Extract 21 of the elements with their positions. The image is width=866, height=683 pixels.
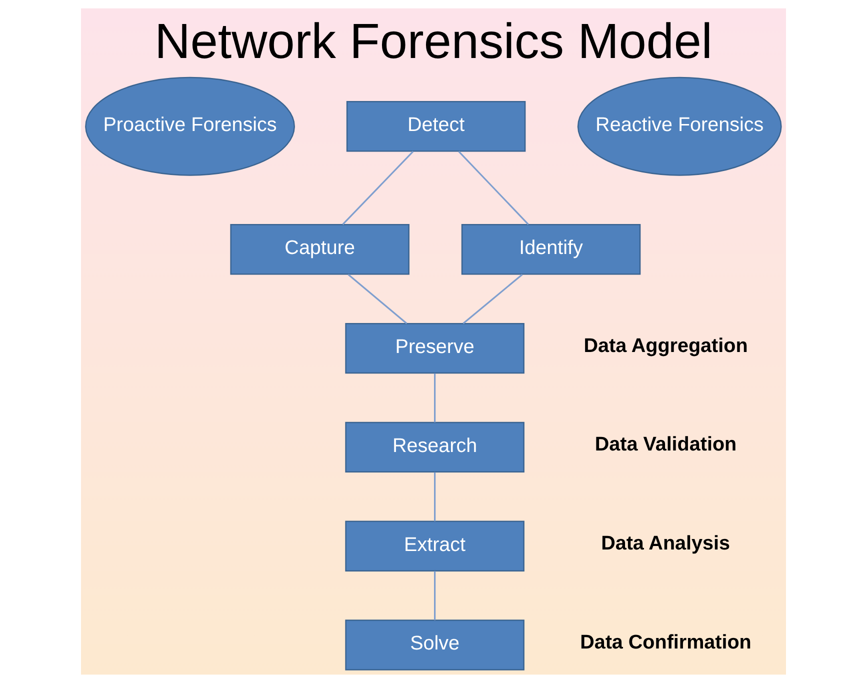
node-ellipse: Proactive Forensics: [84, 76, 294, 176]
node-label: Data Validation: [594, 434, 736, 456]
connector: [458, 150, 528, 225]
node-box: Detect: [346, 101, 526, 152]
node-label: Data Confirmation: [580, 631, 751, 654]
node-box: Preserve: [344, 322, 524, 374]
node-label: Data Analysis: [600, 532, 730, 555]
connector: [462, 274, 522, 324]
connector: [342, 150, 414, 225]
node-label: Data Aggregation: [583, 334, 748, 357]
node-box: Solve: [344, 620, 524, 670]
connector: [434, 571, 436, 620]
node-box: Capture: [230, 224, 409, 275]
connector: [347, 274, 407, 324]
node-box: Extract: [344, 520, 524, 572]
connector: [434, 373, 436, 422]
node-box: Research: [344, 422, 524, 473]
node-box: Identify: [460, 224, 640, 275]
diagram-title: Network Forensics Model: [154, 14, 712, 69]
connector: [434, 472, 436, 522]
node-ellipse: Reactive Forensics: [576, 76, 782, 176]
